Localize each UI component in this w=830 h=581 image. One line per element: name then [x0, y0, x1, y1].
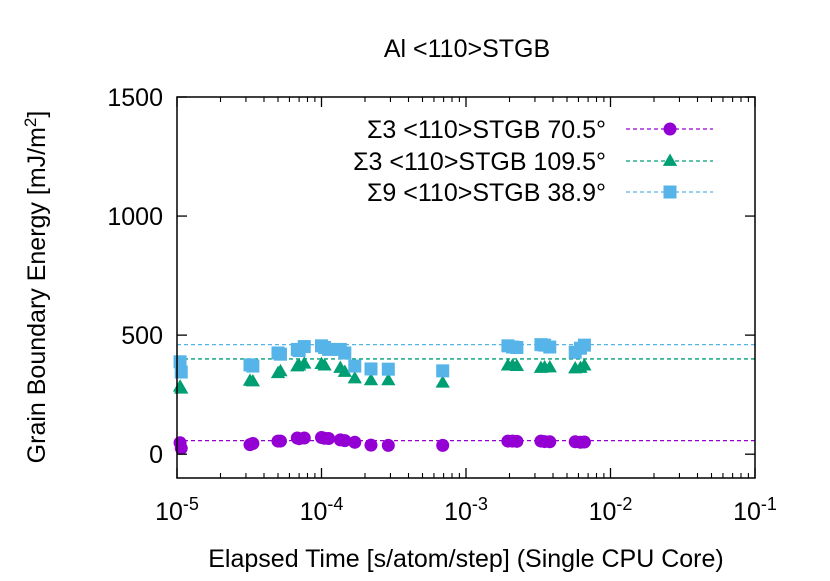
series-0 — [173, 431, 591, 455]
point-series-0-17 — [436, 438, 450, 452]
point-series-1-5 — [273, 363, 288, 377]
x-tick-label-exponent-2: -3 — [472, 494, 488, 514]
x-tick-label-0: 10-5 — [155, 494, 199, 526]
legend-label-series-2: Σ9 <110>STGB 38.9° — [367, 179, 606, 207]
point-series-2-17 — [436, 364, 450, 378]
point-series-0-5 — [273, 434, 287, 448]
point-series-2-13 — [338, 346, 352, 360]
point-series-2-26 — [577, 338, 591, 352]
point-series-2-1 — [174, 365, 188, 379]
point-series-2-11 — [322, 342, 336, 356]
x-tick-label-base-4: 10 — [733, 498, 761, 526]
point-series-1-12 — [337, 364, 352, 377]
point-series-1-3 — [245, 374, 260, 387]
point-series-0-23 — [543, 435, 557, 449]
point-series-1-22 — [542, 360, 557, 373]
y-axis-label: Grain Boundary Energy [mJ/m2] — [21, 111, 52, 464]
point-series-0-3 — [246, 436, 260, 450]
point-series-2-14 — [348, 359, 362, 373]
point-series-1-15 — [381, 372, 396, 386]
chart-title: Al <110>STGB — [384, 35, 550, 63]
y-axis-label-close: ] — [23, 111, 51, 118]
legend-marker-series-1 — [662, 153, 678, 166]
point-series-2-5 — [273, 347, 287, 361]
point-series-0-15 — [364, 438, 378, 452]
x-tick-label-exponent-4: -1 — [761, 494, 777, 514]
point-series-0-14 — [348, 435, 362, 449]
point-series-0-16 — [381, 438, 395, 452]
x-tick-label-2: 10-3 — [444, 494, 488, 526]
data-layer — [172, 338, 755, 455]
point-series-1-19 — [509, 358, 525, 371]
point-series-2-20 — [510, 341, 524, 355]
point-series-1-8 — [297, 356, 312, 369]
legend: Σ3 <110>STGB 70.5° Σ3 <110>STGB 109.5° Σ9 … — [353, 116, 713, 207]
x-tick-label-3: 10-2 — [589, 494, 633, 526]
point-series-0-11 — [322, 431, 336, 445]
point-series-0-1 — [174, 441, 188, 455]
x-tick-label-base-0: 10 — [155, 498, 183, 526]
point-series-0-13 — [338, 434, 352, 448]
x-tick-label-exponent-3: -2 — [616, 494, 632, 514]
y-axis-label-superscript: 2 — [21, 118, 40, 127]
legend-label-series-0: Σ3 <110>STGB 70.5° — [367, 116, 606, 144]
point-series-2-8 — [297, 340, 311, 354]
y-tick-label-1: 500 — [121, 322, 163, 350]
point-series-0-20 — [510, 434, 524, 448]
legend-marker-series-2 — [663, 185, 677, 199]
point-series-1-13 — [347, 370, 362, 384]
legend-marker-series-0 — [663, 122, 677, 136]
y-axis-label-main: Grain Boundary Energy [mJ/m — [23, 127, 51, 463]
x-tick-label-base-1: 10 — [300, 498, 328, 526]
x-tick-label-1: 10-4 — [300, 494, 344, 526]
point-series-0-8 — [297, 431, 311, 445]
x-axis-label: Elapsed Time [s/atom/step] (Single CPU C… — [208, 545, 723, 573]
point-series-2-15 — [364, 362, 378, 376]
point-series-0-26 — [577, 435, 591, 449]
x-tick-label-base-3: 10 — [589, 498, 617, 526]
legend-label-series-1: Σ3 <110>STGB 109.5° — [353, 148, 606, 176]
x-tick-label-exponent-1: -4 — [327, 494, 343, 514]
y-tick-label-3: 1500 — [107, 84, 163, 112]
y-tick-label-2: 1000 — [107, 203, 163, 231]
point-series-1-14 — [363, 372, 379, 386]
x-tick-label-exponent-0: -5 — [183, 494, 199, 514]
series-2 — [173, 338, 591, 379]
point-series-2-16 — [381, 362, 395, 376]
series-1 — [172, 356, 592, 394]
point-series-1-25 — [577, 358, 592, 371]
x-tick-label-base-2: 10 — [444, 498, 472, 526]
point-series-2-23 — [543, 340, 557, 354]
x-tick-label-4: 10-1 — [733, 494, 777, 526]
point-series-1-16 — [435, 375, 450, 388]
point-series-2-3 — [246, 359, 260, 373]
y-tick-label-0: 0 — [149, 441, 163, 469]
point-series-1-10 — [317, 358, 332, 371]
